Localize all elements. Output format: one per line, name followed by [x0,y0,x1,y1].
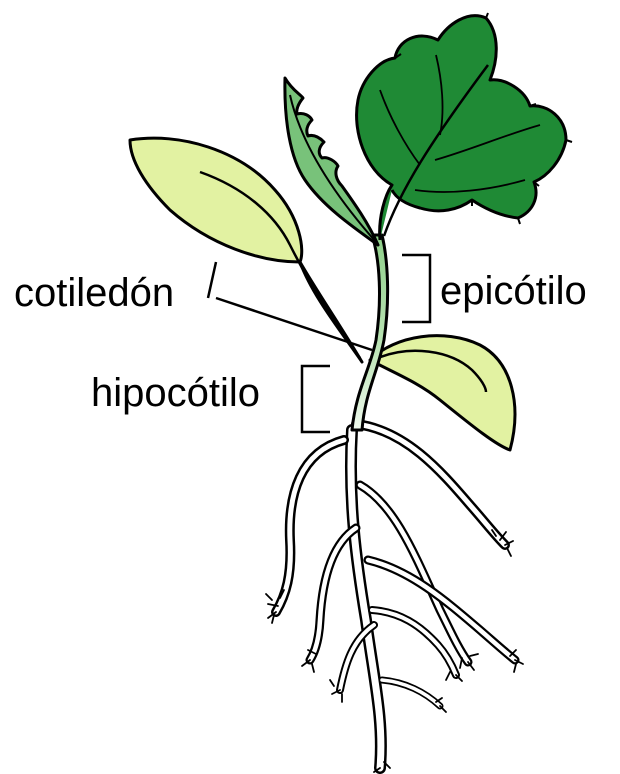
epicotyl-bracket [402,255,430,322]
epicotyl-label: epicótilo [440,271,587,311]
stem [352,235,388,430]
lateral-root [356,424,505,545]
hypocotyl-label: hipocótilo [91,373,260,413]
root-system [266,424,523,772]
cotyledon-label: cotiledón [14,273,174,313]
true-leaf [357,13,572,240]
hypocotyl-bracket [302,366,330,432]
lateral-root [382,680,440,706]
